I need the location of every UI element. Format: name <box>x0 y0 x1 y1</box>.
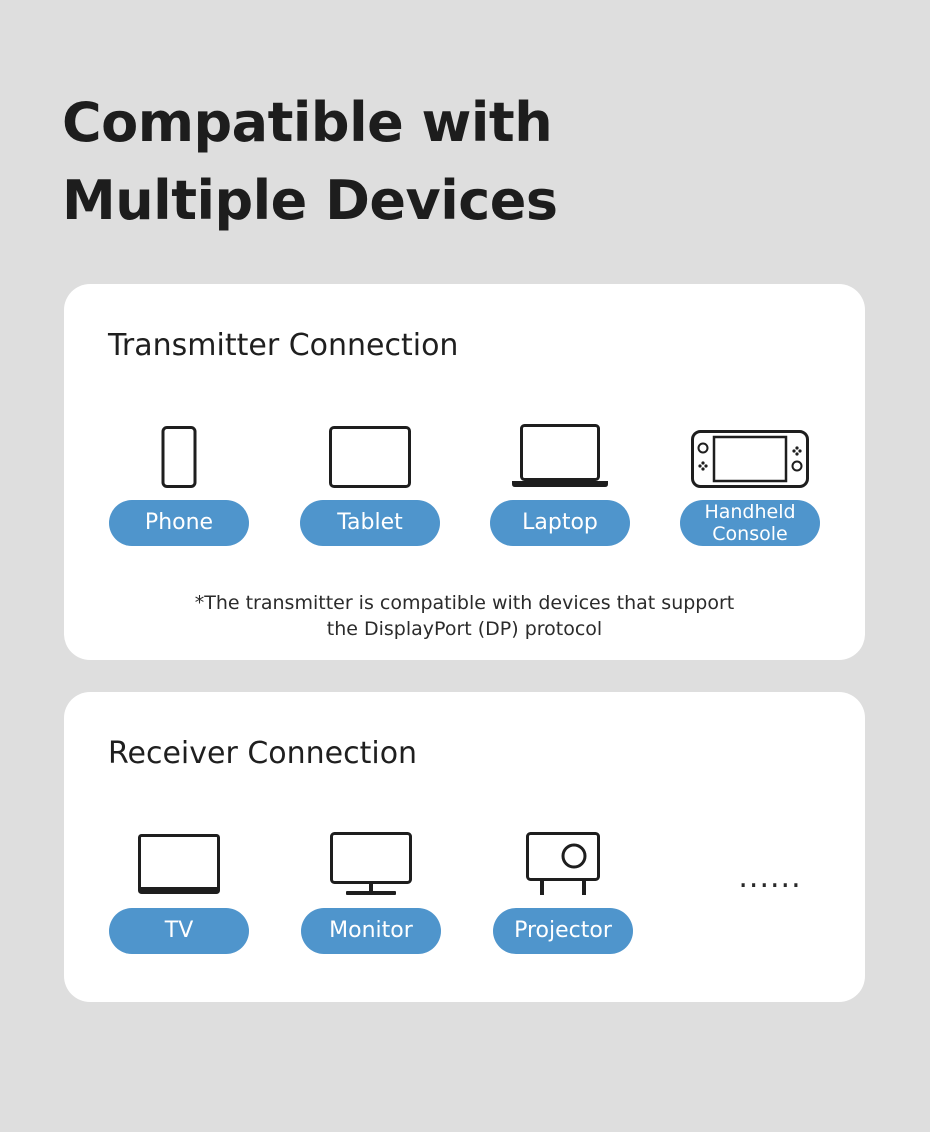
monitor-label: Monitor <box>301 908 441 954</box>
more-devices-ellipsis: ...... <box>738 860 802 895</box>
compatibility-note-line-2: the DisplayPort (DP) protocol <box>326 618 603 640</box>
compatibility-note-line-1: *The transmitter is compatible with devi… <box>194 592 735 614</box>
handheld-console-label: Handheld Console <box>680 500 820 546</box>
page-title-line-2: Multiple Devices <box>62 169 558 232</box>
laptop-label: Laptop <box>490 500 630 546</box>
receiver-card: Receiver Connection TV Monitor <box>64 692 865 1002</box>
phone-label: Phone <box>109 500 249 546</box>
tablet-icon <box>300 422 440 488</box>
tablet-label: Tablet <box>300 500 440 546</box>
receiver-title: Receiver Connection <box>108 736 418 771</box>
projector-label: Projector <box>493 908 633 954</box>
handheld-console-icon <box>680 422 820 488</box>
page-title: Compatible with Multiple Devices <box>62 84 558 240</box>
transmitter-card: Transmitter Connection Phone Tablet Lapt… <box>64 284 865 660</box>
phone-icon <box>109 422 249 488</box>
tv-icon <box>109 830 249 896</box>
projector-icon <box>493 830 633 896</box>
monitor-icon <box>301 830 441 896</box>
compatibility-note: *The transmitter is compatible with devi… <box>64 590 865 642</box>
transmitter-title: Transmitter Connection <box>108 328 459 363</box>
tv-label: TV <box>109 908 249 954</box>
laptop-icon <box>490 422 630 488</box>
page-title-line-1: Compatible with <box>62 91 553 154</box>
